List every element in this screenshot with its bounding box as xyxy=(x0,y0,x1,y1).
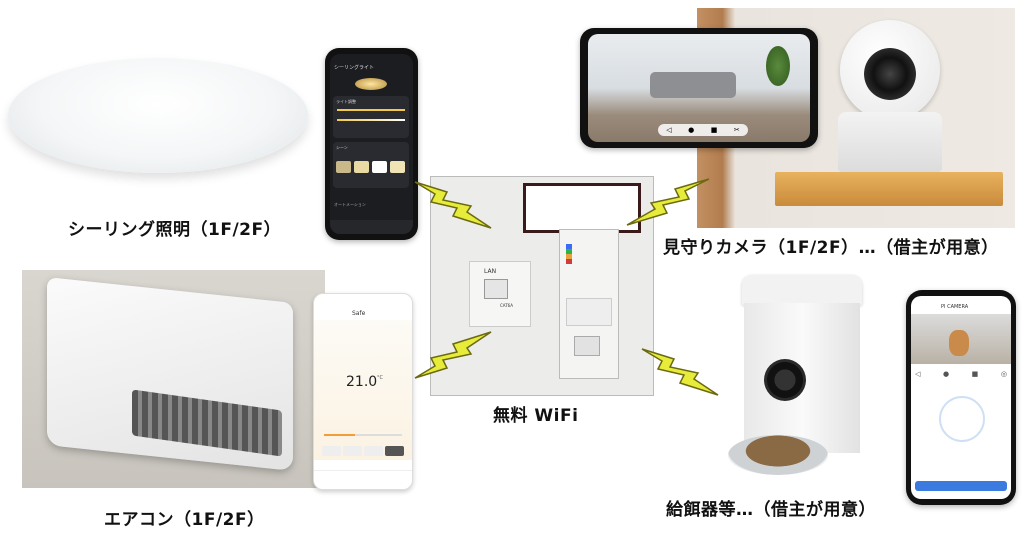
pet-feeder-image xyxy=(728,275,878,485)
mode-button[interactable] xyxy=(364,446,383,456)
lamp-glow xyxy=(355,78,387,90)
caption-ceiling: シーリング照明（1F/2F） xyxy=(68,220,282,240)
bolt-ceiling xyxy=(414,181,492,229)
cat-label: CAT6A xyxy=(500,303,513,308)
bolt-camera xyxy=(626,178,710,226)
caption-camera: 見守りカメラ（1F/2F）…（借主が用意） xyxy=(663,238,999,258)
pet-camera-feed xyxy=(911,314,1011,364)
lan-faceplate: LAN CAT6A xyxy=(469,261,531,327)
light-app-phone: シーリングライト ライト調整 シーン オートメーション xyxy=(325,48,418,240)
ptz-dial[interactable] xyxy=(939,396,985,442)
brightness-slider[interactable] xyxy=(337,109,405,111)
caption-aircon: エアコン（1F/2F） xyxy=(104,510,265,530)
food-bowl xyxy=(728,435,828,475)
speaker-icon[interactable]: ◁ xyxy=(915,370,921,378)
temperature-readout: 21.0 xyxy=(346,374,378,390)
mic-icon[interactable]: ● xyxy=(688,126,695,134)
ac-app-body xyxy=(314,320,412,460)
mode-buttons xyxy=(322,446,404,456)
snapshot-icon[interactable]: ◎ xyxy=(1000,370,1007,378)
router-slot xyxy=(566,298,612,326)
ceiling-light-image xyxy=(8,58,308,173)
caption-wifi: 無料 WiFi xyxy=(493,406,579,426)
color-slider[interactable] xyxy=(337,119,405,121)
camera-lens-icon xyxy=(864,48,916,100)
router-port xyxy=(574,336,600,356)
camera-app-screen: ◁ ● ■ ✂ xyxy=(588,34,810,142)
record-icon[interactable]: ■ xyxy=(971,370,979,378)
record-icon[interactable]: ■ xyxy=(710,126,718,134)
bolt-aircon xyxy=(414,331,492,379)
pet-camera-phone: PI CAMERA ◁ ● ■ ◎ xyxy=(906,290,1016,505)
scene-button[interactable] xyxy=(354,161,369,173)
scene-button[interactable] xyxy=(372,161,387,173)
section-label: シーン xyxy=(336,145,348,150)
scene-button[interactable] xyxy=(390,161,405,173)
lan-port xyxy=(484,279,508,299)
lan-label: LAN xyxy=(484,268,497,275)
ac-app-title: Safe xyxy=(352,310,366,317)
pet-camera-controls: ◁ ● ■ ◎ xyxy=(915,370,1007,380)
mode-button[interactable] xyxy=(343,446,362,456)
plant xyxy=(766,46,790,86)
feeder-camera-icon xyxy=(764,359,806,401)
temperature-slider[interactable] xyxy=(324,434,402,436)
camera-toolbar: ◁ ● ■ ✂ xyxy=(658,124,748,136)
scissors-icon[interactable]: ✂ xyxy=(733,126,740,134)
light-app-nav xyxy=(330,220,413,234)
status-leds xyxy=(566,244,572,264)
camera-app-phone: ◁ ● ■ ✂ xyxy=(580,28,818,148)
caption-feeder: 給餌器等…（借主が用意） xyxy=(666,500,876,520)
mode-button[interactable] xyxy=(322,446,341,456)
light-app-footer: オートメーション xyxy=(334,202,366,207)
bolt-feeder xyxy=(641,348,719,396)
scene-button[interactable] xyxy=(336,161,351,173)
light-app-screen: シーリングライト ライト調整 シーン オートメーション xyxy=(330,54,413,234)
mic-icon[interactable]: ● xyxy=(942,370,950,378)
shelf xyxy=(775,172,1003,206)
panel-label-plate xyxy=(523,183,641,233)
pet-camera-title: PI CAMERA xyxy=(941,304,969,310)
mode-button[interactable] xyxy=(385,446,404,456)
speaker-icon[interactable]: ◁ xyxy=(666,126,672,134)
feed-button[interactable] xyxy=(915,481,1007,491)
router-unit xyxy=(559,229,619,379)
aircon-photo xyxy=(22,270,325,488)
light-app-title: シーリングライト xyxy=(334,65,375,71)
security-camera-image xyxy=(830,20,950,175)
pet-camera-screen: PI CAMERA ◁ ● ■ ◎ xyxy=(911,296,1011,499)
ac-app-nav xyxy=(314,470,412,489)
section-label: ライト調整 xyxy=(336,99,356,104)
light-card: ライト調整 xyxy=(333,96,409,138)
cat xyxy=(949,330,969,356)
ac-app-phone: Safe 21.0 °C xyxy=(313,293,413,490)
sofa xyxy=(650,72,736,98)
scene-card: シーン xyxy=(333,142,409,188)
temperature-unit: °C xyxy=(377,375,383,381)
